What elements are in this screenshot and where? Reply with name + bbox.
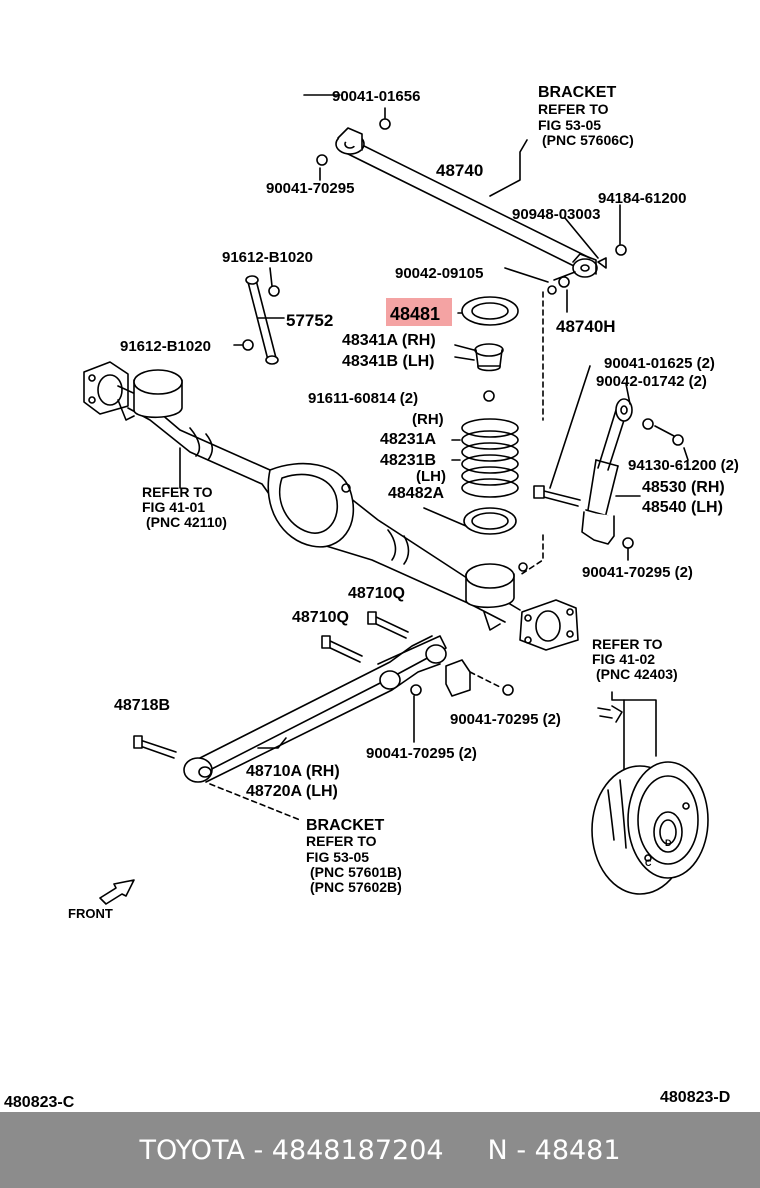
label-90041-01625: 90041-01625 (2) bbox=[604, 355, 715, 372]
rear-suspension-diagram: 90041-01656 90041-70295 BRACKET REFER TO… bbox=[4, 84, 739, 1110]
coil-spring bbox=[451, 418, 519, 498]
label-90041-70295-arm-mid: 90041-70295 (2) bbox=[366, 745, 477, 762]
rear-axle-beam bbox=[83, 361, 579, 651]
trailing-arm bbox=[133, 611, 514, 783]
label-48231b: 48231B bbox=[380, 452, 436, 469]
brake-drum bbox=[591, 691, 709, 895]
label-91612-b1020-left: 91612-B1020 bbox=[120, 338, 211, 355]
label-94130-61200: 94130-61200 (2) bbox=[628, 457, 739, 474]
label-48341a: 48341A (RH) bbox=[342, 332, 436, 349]
label-48231a: 48231A bbox=[380, 431, 436, 448]
ref-axle-line3: (PNC 42110) bbox=[146, 514, 227, 530]
lower-spring-insulator bbox=[423, 507, 517, 535]
label-90041-70295-arm-right: 90041-70295 (2) bbox=[450, 711, 561, 728]
label-48341b: 48341B (LH) bbox=[342, 353, 434, 370]
bracket-top-line2: REFER TO bbox=[538, 101, 609, 117]
ref-drum-line1: REFER TO bbox=[592, 636, 663, 652]
footer-pnc: N - 48481 bbox=[487, 1134, 621, 1166]
label-94184-61200: 94184-61200 bbox=[598, 190, 686, 207]
label-48481: 48481 bbox=[390, 304, 440, 324]
label-48482a: 48482A bbox=[388, 485, 444, 502]
label-91612-b1020-top: 91612-B1020 bbox=[222, 249, 313, 266]
bracket-bot-title: BRACKET bbox=[306, 817, 384, 834]
label-48530: 48530 (RH) bbox=[642, 479, 725, 496]
drum-letter-d: D bbox=[665, 838, 672, 848]
front-label: FRONT bbox=[68, 906, 113, 921]
upper-spring-insulator bbox=[457, 296, 519, 326]
code-right: 480823-D bbox=[660, 1089, 730, 1106]
label-90041-70295-top: 90041-70295 bbox=[266, 180, 354, 197]
label-48710a: 48710A (RH) bbox=[246, 763, 340, 780]
code-left: 480823-C bbox=[4, 1094, 75, 1110]
label-48710q-b: 48710Q bbox=[292, 609, 349, 626]
bracket-top-line3: FIG 53-05 bbox=[538, 117, 601, 133]
bump-stopper bbox=[454, 343, 504, 402]
bracket-bot-line3: FIG 53-05 bbox=[306, 849, 369, 865]
label-rh: (RH) bbox=[412, 411, 444, 428]
bracket-bot-line5: (PNC 57602B) bbox=[310, 879, 402, 895]
label-57752: 57752 bbox=[286, 311, 333, 330]
label-lh: (LH) bbox=[416, 468, 446, 485]
label-90041-70295-shock: 90041-70295 (2) bbox=[582, 564, 693, 581]
ref-drum-line3: (PNC 42403) bbox=[596, 666, 678, 682]
footer-part-number: TOYOTA - 4848187204 bbox=[139, 1134, 444, 1166]
bracket-bot-line4: (PNC 57601B) bbox=[310, 864, 402, 880]
ref-axle-line2: FIG 41-01 bbox=[142, 499, 205, 515]
label-91611-60814: 91611-60814 (2) bbox=[308, 390, 418, 407]
label-48740: 48740 bbox=[436, 161, 483, 180]
shock-absorber bbox=[533, 365, 689, 561]
label-90042-09105: 90042-09105 bbox=[395, 265, 483, 282]
lateral-control-rod bbox=[316, 118, 627, 295]
label-48720a: 48720A (LH) bbox=[246, 783, 338, 800]
drum-letter-c: C bbox=[645, 858, 652, 868]
label-48540: 48540 (LH) bbox=[642, 499, 723, 516]
bracket-bot-line2: REFER TO bbox=[306, 833, 377, 849]
bracket-top-line4: (PNC 57606C) bbox=[542, 132, 634, 148]
bracket-link bbox=[233, 267, 285, 365]
label-90042-01742: 90042-01742 (2) bbox=[596, 373, 707, 390]
footer-bar: TOYOTA - 4848187204 N - 48481 bbox=[0, 1112, 760, 1188]
front-arrow-icon bbox=[99, 879, 135, 905]
ref-axle-line1: REFER TO bbox=[142, 484, 213, 500]
label-48718b: 48718B bbox=[114, 697, 170, 714]
label-90948-03003: 90948-03003 bbox=[512, 206, 600, 223]
ref-drum-line2: FIG 41-02 bbox=[592, 651, 655, 667]
label-48740h: 48740H bbox=[556, 317, 616, 336]
label-90041-01656: 90041-01656 bbox=[332, 88, 420, 105]
label-48710q-a: 48710Q bbox=[348, 585, 405, 602]
bracket-top-title: BRACKET bbox=[538, 84, 616, 101]
highlight-box bbox=[386, 298, 452, 326]
